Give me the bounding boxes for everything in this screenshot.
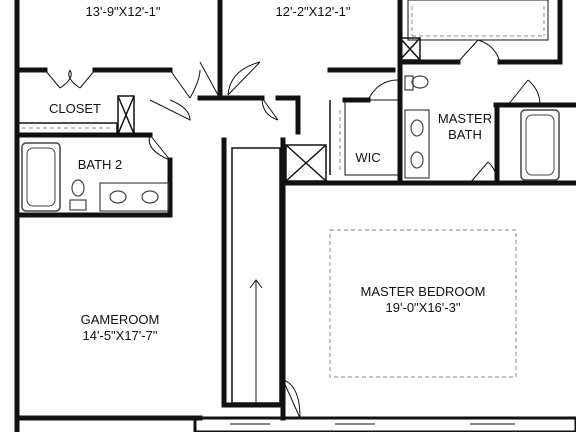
master-toilet-tank	[404, 75, 414, 91]
gameroom-door	[282, 379, 301, 419]
tray-ceiling	[329, 229, 517, 378]
master-bath-door	[469, 161, 498, 184]
chase-x	[117, 95, 135, 135]
hall-door	[261, 97, 279, 121]
wic-door	[367, 79, 399, 101]
staircase	[231, 147, 281, 404]
bath2-toilet-tank	[69, 199, 87, 211]
master-toilet	[411, 75, 429, 89]
chase-x	[285, 144, 327, 182]
gameroom-name: GAMEROOM	[80, 312, 160, 327]
tubs	[21, 109, 560, 212]
bath2-label: BATH 2	[77, 157, 123, 172]
bedroom-top-left-dims: 13'-9"X12'-1"	[85, 4, 161, 19]
chase-box	[117, 95, 135, 135]
gameroom-label: GAMEROOM 14'-5"X17'-7"	[45, 312, 195, 344]
closet-shelf	[16, 122, 118, 136]
shower-door	[507, 79, 541, 106]
chase-box	[399, 37, 421, 61]
bedroom-top-mid-dims: 12'-2"X12'-1"	[275, 4, 351, 19]
master-bath-label-line1: MASTER	[437, 111, 493, 126]
bath2-toilet	[71, 179, 85, 197]
bath2-vanity	[99, 182, 169, 212]
chase-x	[399, 37, 421, 61]
closet-door	[457, 39, 501, 63]
master-tub-inner	[525, 114, 555, 176]
master-bath-label: MASTER BATH	[425, 111, 505, 143]
bedroom-door	[169, 69, 201, 99]
master-bath-label-line2: BATH	[448, 127, 482, 142]
bottom-wall	[193, 416, 576, 432]
bath2-sink	[141, 190, 159, 204]
master-vanity	[404, 109, 430, 179]
master-bedroom-dims: 19'-0"X16'-3"	[385, 300, 461, 315]
gameroom-dims: 14'-5"X17'-7"	[82, 328, 158, 343]
stair-arrow-head	[249, 279, 263, 289]
master-tub	[520, 109, 560, 181]
master-sink	[410, 119, 424, 137]
chase-box	[285, 144, 327, 182]
bath-door	[148, 134, 171, 161]
bottom-exterior-wall	[193, 416, 576, 432]
closet-label: CLOSET	[48, 101, 101, 116]
dashed-lines	[22, 6, 545, 378]
bath2-tub	[21, 142, 61, 212]
bedroom-door	[199, 61, 219, 96]
chases	[117, 37, 421, 182]
doors	[44, 39, 541, 419]
fixtures	[69, 75, 430, 212]
wic-label: WIC	[355, 150, 381, 165]
master-bedroom-label: MASTER BEDROOM 19'-0"X16'-3"	[338, 284, 508, 316]
master-bedroom-name: MASTER BEDROOM	[360, 284, 486, 299]
bedroom-door	[227, 61, 261, 96]
bath2-sink	[109, 190, 127, 204]
closet-door	[68, 69, 96, 89]
bedroom-door	[149, 99, 191, 121]
bath2-tub-inner	[26, 147, 56, 207]
master-sink	[410, 151, 424, 169]
